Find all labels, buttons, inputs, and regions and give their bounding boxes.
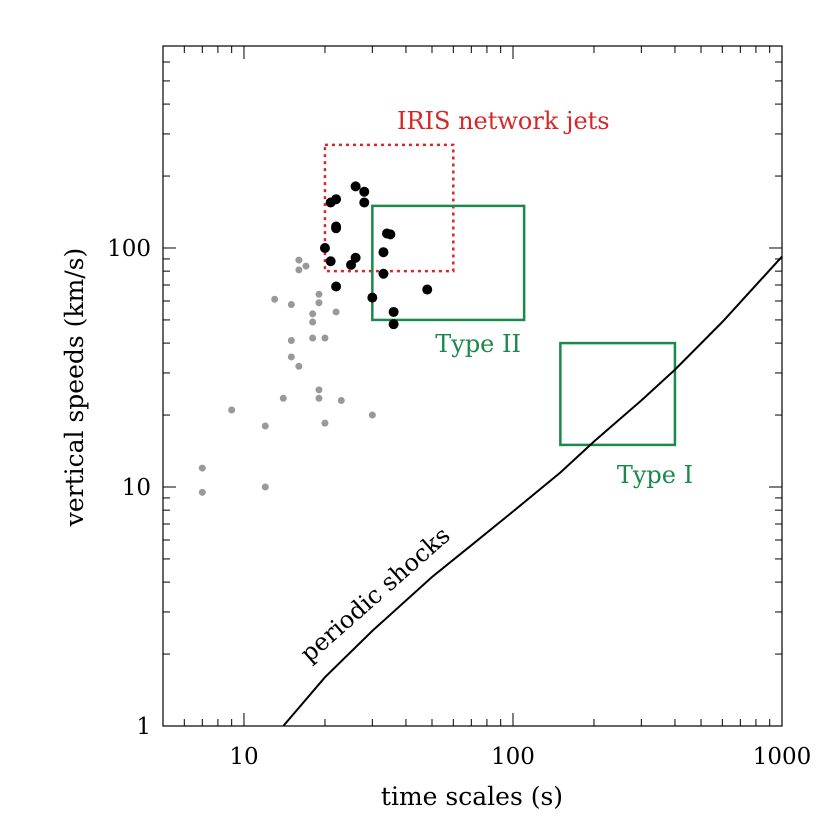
plot-frame [162,45,783,727]
data-point-gray [261,483,269,491]
data-point-gray [321,419,329,427]
data-point-gray [315,386,323,394]
data-point-black [319,242,330,253]
data-point-black [331,281,342,292]
data-point-black [388,306,399,317]
region-label: Type I [617,461,693,489]
data-point-black [385,229,396,240]
y-axis-label: vertical speeds (km/s) [60,248,89,528]
data-point-gray [287,337,295,345]
data-point-gray [368,411,376,419]
data-point-black [325,256,336,267]
region-label: Type II [435,330,521,358]
data-point-gray [315,299,323,307]
data-point-gray [309,318,317,326]
data-point-gray [198,464,206,472]
data-point-gray [261,422,269,430]
x-tick-label: 1000 [753,744,812,770]
minor-ticks [162,45,782,726]
data-point-black [378,247,389,258]
data-point-gray [271,295,279,303]
data-point-gray [295,256,303,264]
data-point-black [359,186,370,197]
region-box [559,341,677,447]
curve-labels: periodic shocks [295,521,456,668]
data-point-black [378,268,389,279]
data-point-gray [198,488,206,496]
data-point-gray [321,334,329,342]
y-tick-label: 10 [122,475,151,501]
data-point-gray [337,397,345,405]
data-point-gray [295,362,303,370]
region-box [371,204,526,322]
x-tick-label: 100 [491,744,535,770]
data-point-gray [228,406,236,414]
data-point-black [331,223,342,234]
major-ticks [163,46,783,727]
curve-label: periodic shocks [295,521,456,668]
data-point-black [350,252,361,263]
data-point-gray [332,308,340,316]
data-point-black [367,292,378,303]
periodic-shocks-curve [282,255,783,727]
data-point-gray [302,262,310,270]
y-tick-label: 1 [136,714,151,740]
data-point-gray [295,266,303,274]
x-axis-label: time scales (s) [381,782,563,811]
data-point-black [388,319,399,330]
data-point-black [346,259,357,270]
data-point-gray [287,353,295,361]
data-point-gray [287,301,295,309]
curves [282,255,783,727]
data-point-black [331,194,342,205]
data-point-gray [315,394,323,402]
data-point-black [422,284,433,295]
tick-labels: 10 100 1000 1 10 100 [107,236,811,770]
data-point-black [350,181,361,192]
data-point-gray [309,334,317,342]
region-box [323,143,455,273]
data-point-gray [309,310,317,318]
data-point-gray [279,394,287,402]
points [198,181,433,496]
y-tick-label: 100 [107,236,151,262]
x-tick-label: 10 [229,744,258,770]
data-point-gray [315,290,323,298]
data-point-black [359,197,370,208]
region-label: IRIS network jets [397,107,610,135]
regions [323,143,677,447]
